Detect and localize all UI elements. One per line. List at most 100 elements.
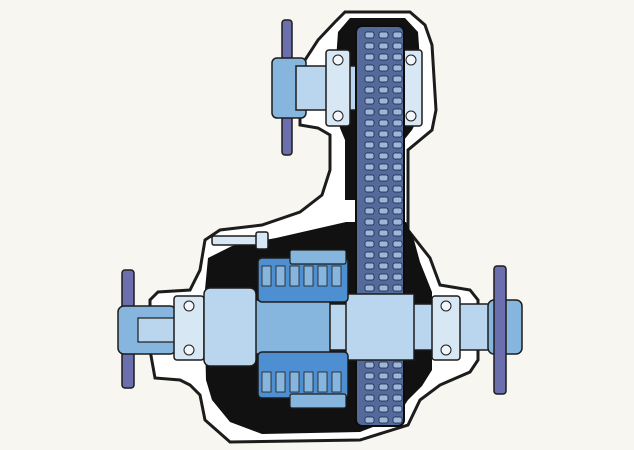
chain-link: [392, 405, 403, 413]
chain-link: [364, 163, 375, 171]
chain-link: [364, 86, 375, 94]
gear-tooth: [331, 371, 342, 393]
chain-link: [364, 273, 375, 281]
chain-link: [378, 383, 389, 391]
chain-link: [392, 64, 403, 72]
chain-link: [378, 240, 389, 248]
chain-link: [378, 97, 389, 105]
chain-link: [378, 372, 389, 380]
chain-link: [364, 31, 375, 39]
gear-tooth: [303, 371, 314, 393]
chain-link: [364, 141, 375, 149]
chain-link: [392, 75, 403, 83]
chain-link: [378, 207, 389, 215]
chain-link: [364, 361, 375, 369]
chain-link: [392, 196, 403, 204]
chain-link: [378, 174, 389, 182]
chain-link: [378, 53, 389, 61]
input-shaft-housing: [203, 287, 257, 367]
chain-link: [364, 196, 375, 204]
chain-link: [392, 240, 403, 248]
rear-bearing-ball: [440, 300, 452, 312]
chain-link: [364, 64, 375, 72]
chain-link: [378, 152, 389, 160]
top-bearing-left: [325, 49, 351, 127]
chain-link: [378, 130, 389, 138]
chain-link: [392, 86, 403, 94]
shaft-sprocket: [345, 293, 415, 361]
gear-tooth: [261, 371, 272, 393]
input-bearing-ball: [183, 344, 195, 356]
top-bearing-ball: [405, 110, 417, 122]
housing-bolt: [211, 235, 261, 246]
chain-link: [392, 416, 403, 424]
chain-link: [378, 416, 389, 424]
chain-link: [378, 42, 389, 50]
chain-link: [364, 42, 375, 50]
chain-link: [378, 64, 389, 72]
input-bearing-ball: [183, 300, 195, 312]
chain-link: [392, 119, 403, 127]
chain-link: [392, 262, 403, 270]
chain-link: [392, 394, 403, 402]
chain-link: [364, 262, 375, 270]
chain-link: [364, 207, 375, 215]
chain-link: [392, 130, 403, 138]
rear-bearing: [431, 295, 461, 361]
chain-link: [364, 174, 375, 182]
chain-link: [364, 372, 375, 380]
chain-link: [364, 416, 375, 424]
chain-link: [364, 119, 375, 127]
chain-link: [378, 273, 389, 281]
chain-link: [364, 229, 375, 237]
chain-link: [378, 251, 389, 259]
chain-link: [378, 86, 389, 94]
chain-link: [392, 383, 403, 391]
chain-link: [378, 218, 389, 226]
gear-tooth: [331, 265, 342, 287]
chain-link: [364, 383, 375, 391]
chain-link: [378, 284, 389, 292]
chain-link: [378, 361, 389, 369]
ring-gear-upper: [289, 249, 347, 265]
chain-link: [392, 361, 403, 369]
gear-tooth: [261, 265, 272, 287]
chain-link: [392, 108, 403, 116]
chain-link: [392, 53, 403, 61]
chain-link: [378, 119, 389, 127]
chain-link: [378, 405, 389, 413]
chain-link: [392, 372, 403, 380]
chain-link: [392, 251, 403, 259]
chain-link: [392, 31, 403, 39]
gear-tooth: [317, 371, 328, 393]
chain-link: [364, 251, 375, 259]
chain-link: [364, 394, 375, 402]
chain-link: [364, 75, 375, 83]
chain-link: [378, 108, 389, 116]
chain-link: [364, 152, 375, 160]
chain-link: [378, 185, 389, 193]
chain-link: [392, 284, 403, 292]
chain-link: [378, 229, 389, 237]
rear-output-flange: [493, 265, 507, 395]
chain-link: [364, 97, 375, 105]
chain-link: [364, 218, 375, 226]
chain-link: [364, 108, 375, 116]
chain-link: [392, 152, 403, 160]
gear-tooth: [317, 265, 328, 287]
chain-link: [378, 163, 389, 171]
housing-bolt-head: [255, 231, 269, 250]
gear-tooth: [275, 265, 286, 287]
chain-link: [364, 240, 375, 248]
chain-link: [378, 196, 389, 204]
chain-link: [364, 405, 375, 413]
chain-link: [392, 207, 403, 215]
chain-link: [378, 31, 389, 39]
chain-link: [392, 174, 403, 182]
ring-gear-lower: [289, 393, 347, 409]
chain-link: [392, 273, 403, 281]
chain-link: [364, 53, 375, 61]
chain-link: [392, 229, 403, 237]
